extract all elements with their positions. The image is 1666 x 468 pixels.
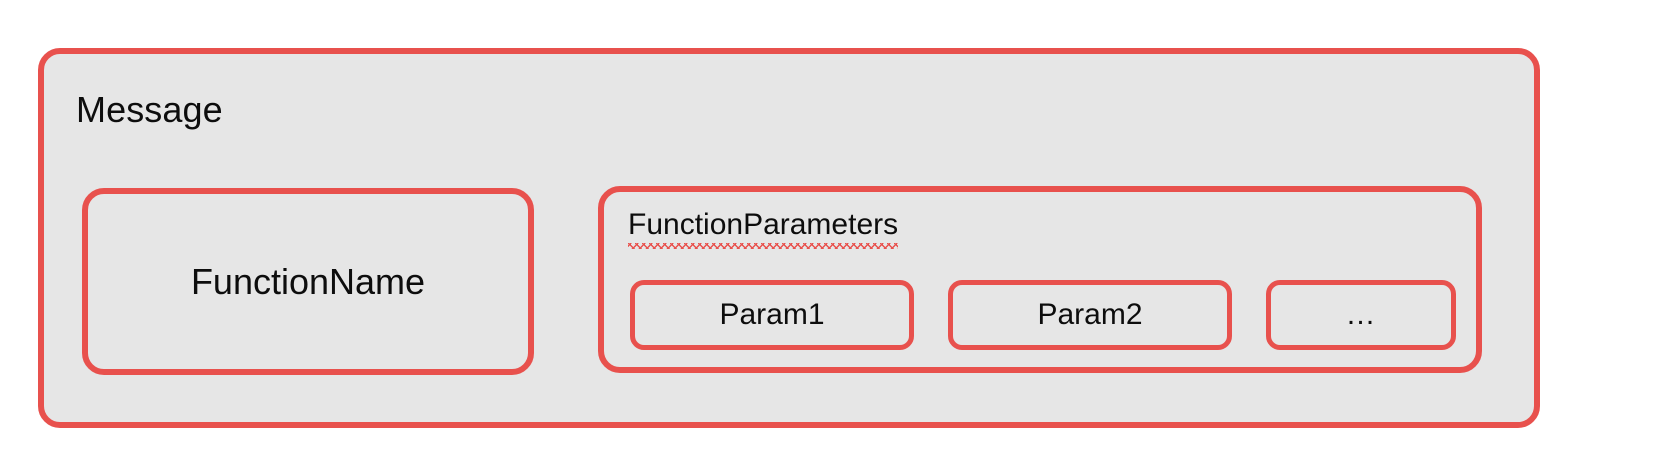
function-parameters-title: FunctionParameters [628, 208, 899, 249]
function-name-box: FunctionName [82, 188, 534, 375]
parameters-row: Param1 Param2 … [630, 280, 1456, 350]
message-box: Message FunctionName FunctionParameters … [38, 48, 1540, 428]
param-chip-ellipsis: … [1266, 280, 1456, 350]
function-parameters-label: FunctionParameters [628, 208, 899, 249]
param-chip-2: Param2 [948, 280, 1232, 350]
function-parameters-box: FunctionParameters Param1 Param2 … [598, 186, 1482, 373]
ellipsis-icon: … [1345, 298, 1377, 331]
function-name-label: FunctionName [190, 260, 426, 302]
message-title: Message [76, 89, 223, 130]
param-chip-1: Param1 [630, 280, 914, 350]
